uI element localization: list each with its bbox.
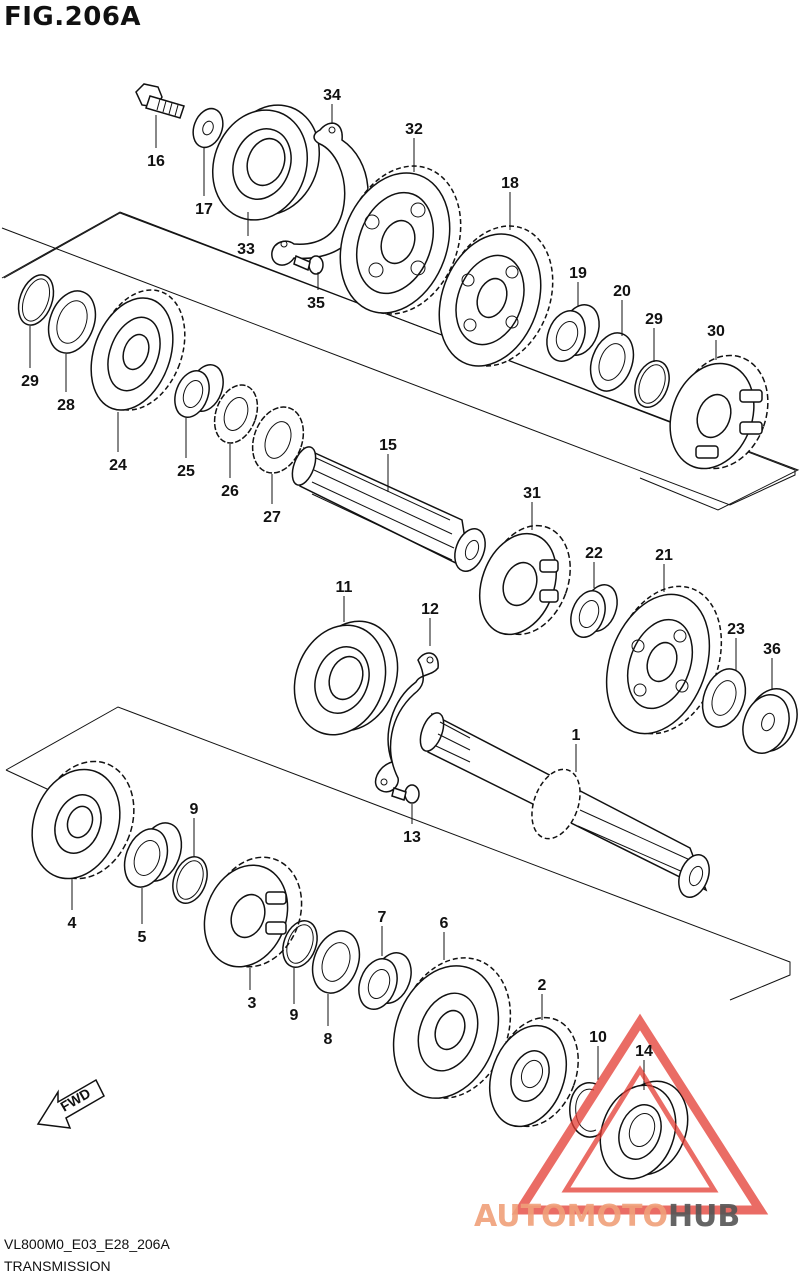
callout-27: 27 xyxy=(263,509,281,526)
callout-9-lower: 9 xyxy=(290,1007,299,1024)
callouts: 16 17 33 34 32 35 18 19 20 29 30 29 28 2… xyxy=(21,87,781,1060)
callout-8: 8 xyxy=(324,1031,333,1048)
callout-32: 32 xyxy=(405,121,423,138)
callout-23: 23 xyxy=(727,621,745,638)
part-31-gear xyxy=(479,524,571,636)
callout-19: 19 xyxy=(569,265,587,282)
leader-lines xyxy=(29,104,773,1090)
part-9-circlip-lower xyxy=(282,920,318,968)
callout-22: 22 xyxy=(585,545,603,562)
part-9-circlip-upper xyxy=(172,856,208,904)
figure-title: FIG.206A xyxy=(4,2,142,32)
callout-30: 30 xyxy=(707,323,725,340)
callout-15: 15 xyxy=(379,437,397,454)
part-4-gear xyxy=(31,760,135,880)
callout-5: 5 xyxy=(138,929,147,946)
callout-26: 26 xyxy=(221,483,239,500)
part-29-circlip-right xyxy=(634,360,670,408)
callout-3: 3 xyxy=(248,995,257,1012)
callout-6: 6 xyxy=(440,915,449,932)
part-29-circlip-left xyxy=(17,274,55,326)
part-22-bushing xyxy=(570,584,618,638)
callout-10: 10 xyxy=(589,1029,607,1046)
upper-assembly-boundary xyxy=(1,211,800,511)
watermark-logo-icon xyxy=(511,1013,769,1215)
part-33-bearing xyxy=(211,104,321,221)
callout-18: 18 xyxy=(501,175,519,192)
callout-34: 34 xyxy=(323,87,341,104)
part-18-gear xyxy=(438,225,554,367)
part-36-seal xyxy=(742,688,798,754)
part-11-bearing xyxy=(293,620,399,736)
part-27-lock-washer xyxy=(251,406,305,474)
watermark-automoto: AUTOMOTOHUB xyxy=(474,1199,740,1234)
callout-24: 24 xyxy=(109,457,127,474)
part-35-screw xyxy=(293,254,324,275)
callout-33: 33 xyxy=(237,241,255,258)
part-16-bolt xyxy=(135,83,185,119)
callout-20: 20 xyxy=(613,283,631,300)
part-8-washer xyxy=(311,930,361,994)
callout-25: 25 xyxy=(177,463,195,480)
part-7-bushing xyxy=(358,952,412,1010)
callout-29-left: 29 xyxy=(21,373,39,390)
figure-code: VL800M0_E03_E28_206A xyxy=(4,1236,170,1252)
callout-12: 12 xyxy=(421,601,439,618)
part-23-washer xyxy=(701,668,747,728)
callout-9-upper: 9 xyxy=(190,801,199,818)
part-13-screw xyxy=(391,784,420,804)
callout-36: 36 xyxy=(763,641,781,658)
part-25-bushing xyxy=(174,364,224,418)
callout-2: 2 xyxy=(538,977,547,994)
part-24-gear xyxy=(90,289,186,411)
callout-17: 17 xyxy=(195,201,213,218)
part-30-gear xyxy=(669,354,769,470)
callout-29-right: 29 xyxy=(645,311,663,328)
fwd-arrow-icon: FWD xyxy=(36,1078,105,1129)
callout-21: 21 xyxy=(655,547,673,564)
figure-caption: TRANSMISSION xyxy=(4,1258,111,1274)
part-15-shaft xyxy=(291,446,486,572)
part-2-gear xyxy=(489,1016,579,1128)
callout-35: 35 xyxy=(307,295,325,312)
part-3-gear xyxy=(203,856,303,968)
part-19-bushing xyxy=(546,304,600,362)
part-12-retainer xyxy=(374,652,439,793)
callout-16: 16 xyxy=(147,153,165,170)
callout-4: 4 xyxy=(68,915,77,932)
callout-14: 14 xyxy=(635,1043,653,1060)
callout-1: 1 xyxy=(572,727,581,744)
callout-31: 31 xyxy=(523,485,541,502)
part-26-lock-washer xyxy=(213,384,259,444)
part-32-gear xyxy=(339,165,462,315)
callout-7: 7 xyxy=(378,909,387,926)
part-14-bearing xyxy=(599,1080,689,1180)
part-21-gear xyxy=(605,585,723,735)
callout-13: 13 xyxy=(403,829,421,846)
part-17-washer xyxy=(192,107,224,149)
watermark-text: AUTOMOTOHUB xyxy=(474,1199,740,1234)
callout-11: 11 xyxy=(336,579,353,596)
part-5-bushing xyxy=(123,822,183,888)
part-6-gear xyxy=(392,957,512,1099)
callout-28: 28 xyxy=(57,397,75,414)
part-28-washer xyxy=(47,290,97,354)
part-1-main-shaft xyxy=(419,712,710,898)
